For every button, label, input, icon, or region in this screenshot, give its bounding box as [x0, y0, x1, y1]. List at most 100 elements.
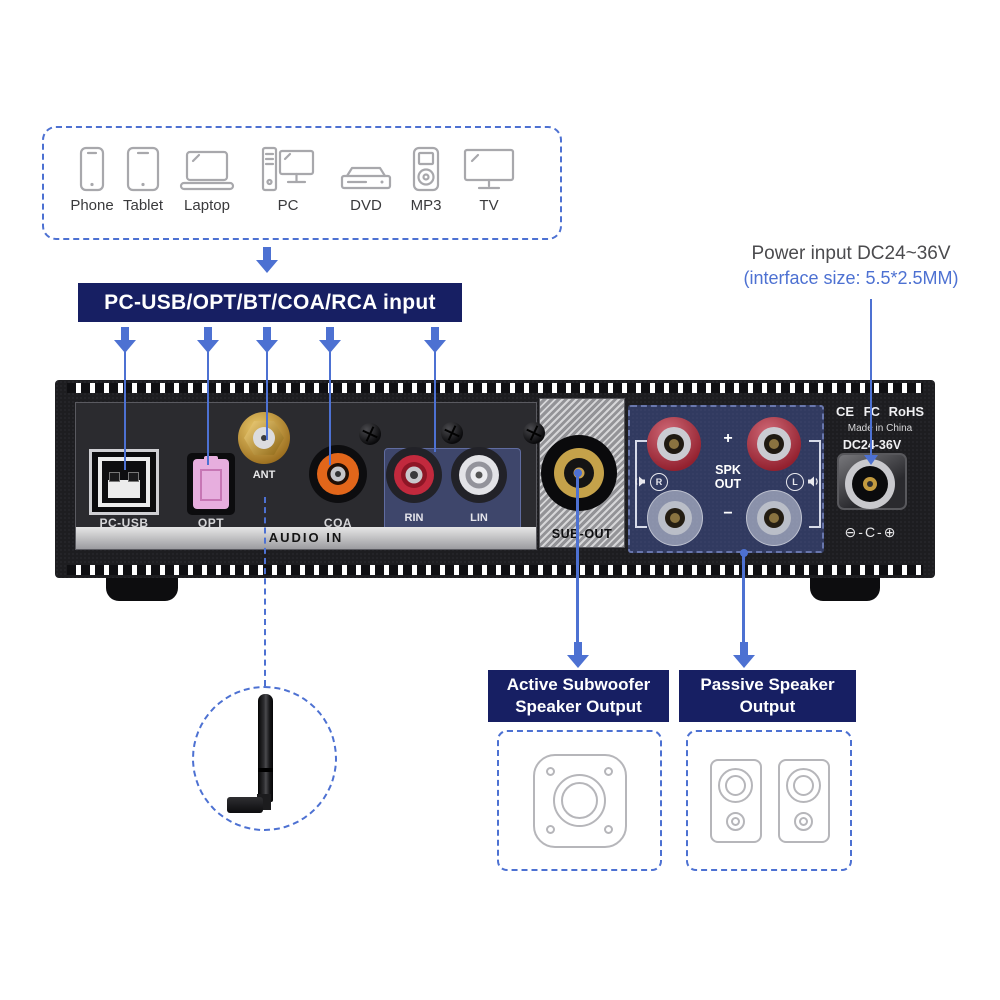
- dc-power-jack: [837, 453, 907, 510]
- input-banner: PC-USB/OPT/BT/COA/RCA input: [78, 283, 462, 322]
- input-banner-label: PC-USB/OPT/BT/COA/RCA input: [104, 290, 436, 314]
- power-note-line1: Power input DC24~36V: [751, 243, 951, 264]
- opt-label: OPT: [197, 516, 225, 530]
- arrow-pc-usb: [114, 327, 136, 353]
- right-channel-badge: R: [650, 473, 668, 491]
- speaker-cabinet-left: [710, 759, 762, 843]
- spk-line-dot: [740, 549, 748, 557]
- amplifier-rear-panel: PC-USB OPT ANT COA: [55, 380, 935, 578]
- polarity-mark: ⊖-C-⊕: [844, 524, 898, 540]
- rca-input-highlight: RIN LIN: [384, 447, 521, 531]
- speaker-icon-right-channel: [633, 475, 646, 493]
- binding-post-l-plus: [747, 417, 801, 471]
- source-tv: TV: [457, 140, 521, 214]
- antenna-rod: [258, 694, 273, 802]
- pc-icon: [256, 140, 320, 192]
- sub-out-label: SUB-OUT: [551, 527, 613, 541]
- audio-in-panel: PC-USB OPT ANT COA: [75, 402, 537, 550]
- dc-input-label: DC24-36V: [842, 438, 902, 452]
- subwoofer-box: [497, 730, 662, 871]
- ant-label: ANT: [252, 469, 276, 481]
- source-mp3: MP3: [394, 140, 458, 214]
- power-line: [870, 299, 872, 456]
- source-label-mp3: MP3: [410, 197, 442, 214]
- arrow-opt: [197, 327, 219, 353]
- antenna-circle: [192, 686, 337, 831]
- lin-label: LIN: [470, 512, 488, 524]
- coa-jack: [309, 445, 367, 503]
- tablet-icon: [111, 140, 175, 192]
- power-line-arrowhead: [864, 455, 878, 465]
- arrow-rca: [424, 327, 446, 353]
- spk-out-arrow: [733, 642, 755, 668]
- sub-out-panel: SUB-OUT: [539, 398, 625, 548]
- lin-jack: [451, 447, 507, 503]
- source-devices-box: Phone Tablet Laptop PC DVD: [42, 126, 562, 240]
- source-label-phone: Phone: [70, 197, 114, 214]
- sub-out-line: [576, 473, 579, 644]
- ant-connector: [238, 412, 290, 464]
- active-subwoofer-label: Active Subwoofer Speaker Output: [488, 670, 669, 722]
- spk-out-label: SPK OUT: [714, 463, 742, 491]
- bracket-left-channel: [809, 440, 821, 528]
- source-label-tv: TV: [479, 197, 499, 214]
- pc-usb-label: PC-USB: [99, 516, 149, 530]
- binding-post-r-plus: [647, 417, 701, 471]
- spk-out-line: [742, 553, 745, 644]
- phone-icon: [60, 140, 124, 192]
- dvd-player-icon: [334, 140, 398, 192]
- sub-line-dot: [574, 469, 582, 477]
- ant-dashed-line: [264, 497, 266, 686]
- laptop-icon: [175, 140, 239, 192]
- subwoofer-icon: [533, 754, 627, 848]
- ce-mark: CE: [835, 404, 855, 419]
- line-pc-usb: [124, 352, 126, 470]
- rin-label: RIN: [404, 512, 424, 524]
- source-phone: Phone: [60, 140, 124, 214]
- passive-speakers-box: [686, 730, 852, 871]
- line-opt: [207, 352, 209, 465]
- spk-out-highlight: + − SPK OUT R L: [628, 405, 824, 553]
- source-label-dvd: DVD: [350, 197, 382, 214]
- sub-out-jack: [541, 435, 617, 511]
- power-note: Power input DC24~36V (interface size: 5.…: [712, 243, 990, 289]
- passive-speaker-label: Passive Speaker Output: [679, 670, 856, 722]
- arrow-bt-ant: [256, 327, 278, 353]
- tv-icon: [457, 140, 521, 192]
- screw-2: [441, 422, 463, 444]
- rin-jack: [386, 447, 442, 503]
- spk-plus-label: +: [723, 430, 733, 447]
- source-tablet: Tablet: [111, 140, 175, 214]
- rohs-mark: RoHS: [888, 404, 925, 419]
- source-dvd: DVD: [334, 140, 398, 214]
- source-label-pc: PC: [277, 197, 299, 214]
- source-label-tablet: Tablet: [122, 197, 164, 214]
- mp3-player-icon: [394, 140, 458, 192]
- screw-1: [359, 423, 381, 445]
- made-in-text: Made in China: [847, 423, 913, 434]
- arrow-sources-to-banner: [256, 247, 278, 273]
- line-rca: [434, 352, 436, 452]
- arrow-coa: [319, 327, 341, 353]
- speaker-cabinet-right: [778, 759, 830, 843]
- screw-3: [523, 422, 545, 444]
- binding-post-r-minus: [647, 490, 703, 546]
- opt-port: [187, 453, 235, 515]
- heatsink-fins-top: [67, 383, 923, 393]
- source-pc: PC: [256, 140, 320, 214]
- line-bt-ant: [266, 352, 268, 440]
- speaker-icon-left-channel: [807, 475, 820, 493]
- line-coa: [329, 352, 331, 465]
- left-channel-badge: L: [786, 473, 804, 491]
- source-label-laptop: Laptop: [184, 197, 230, 214]
- coa-label: COA: [323, 516, 353, 530]
- certification-marks: CE FC RoHS: [820, 404, 940, 419]
- audio-in-strip: AUDIO IN: [76, 527, 536, 549]
- binding-post-l-minus: [746, 490, 802, 546]
- antenna-elbow: [227, 797, 263, 813]
- source-laptop: Laptop: [175, 140, 239, 214]
- spk-minus-label: −: [723, 505, 733, 522]
- sub-out-arrow: [567, 642, 589, 668]
- heatsink-fins-bottom: [67, 565, 923, 575]
